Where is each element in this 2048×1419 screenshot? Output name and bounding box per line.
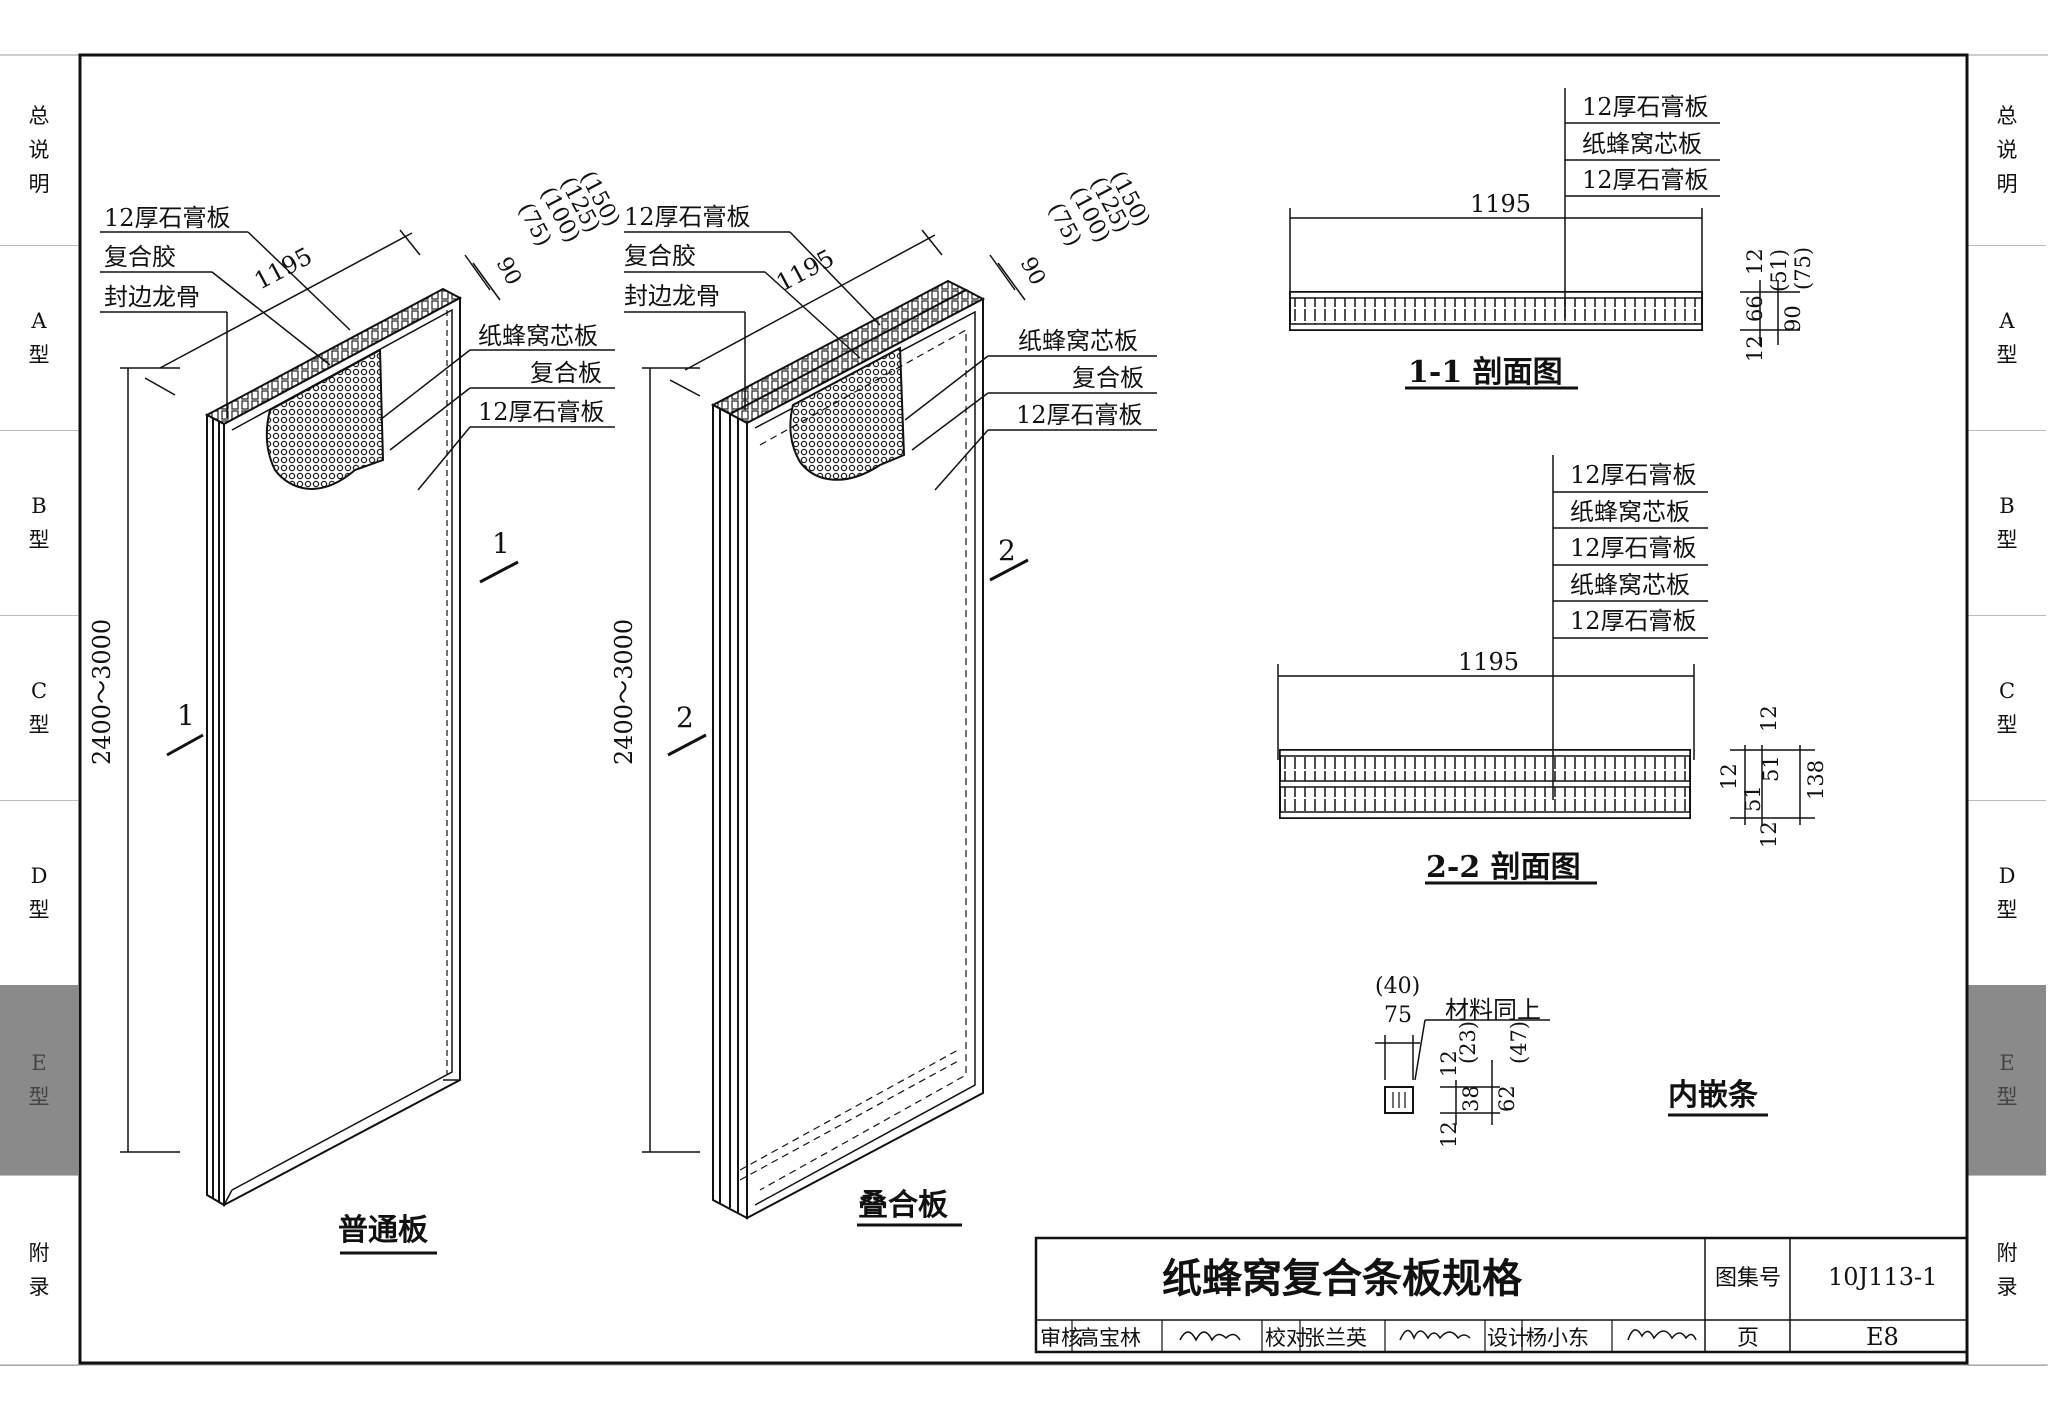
panel1-section-mark: 1 [492,527,510,560]
insert-dim-38: 38 [1459,1085,1483,1112]
panel2-label-composite: 复合板 [1072,364,1144,392]
panel1-dim-width: 1195 [250,242,317,295]
insert-dim-62: 62 [1495,1085,1519,1112]
insert-strip-drawing: (40) 75 材料同上 12 (23) (47) 38 62 12 内嵌条 [1375,974,1768,1148]
panel2-label-honeycomb-core: 纸蜂窝芯板 [1018,327,1138,355]
panel1-label-glue: 复合胶 [104,243,176,271]
section2-title: 2-2 剖面图 [1426,850,1581,885]
insert-dim-12-bottom: 12 [1437,1121,1461,1148]
drawing-title: 纸蜂窝复合条板规格 [1162,1255,1523,1302]
insert-title: 内嵌条 [1668,1078,1758,1113]
insert-dim-75: 75 [1384,1003,1412,1028]
section2-label-gypsum-1: 12厚石膏板 [1570,461,1697,489]
section2-label-core-1: 纸蜂窝芯板 [1570,498,1690,526]
insert-dim-12-top: 12 [1437,1050,1461,1077]
section2-dim-51b: 51 [1759,755,1783,782]
panel1-label-honeycomb-core: 纸蜂窝芯板 [478,322,598,350]
insert-dim-40: (40) [1375,974,1420,999]
panel2-label-glue: 复合胶 [624,242,696,270]
design-label: 设计 [1487,1326,1529,1350]
designer-name: 杨小东 [1526,1326,1589,1350]
panel1-dimension-lines [100,229,615,1255]
title-block [1034,1236,1969,1354]
tab-general[interactable]: 总说明 [0,55,78,246]
section2-dim-51a: 51 [1741,785,1765,812]
panel1-honeycomb-cutaway [265,348,385,490]
section2-label-gypsum-2: 12厚石膏板 [1570,534,1697,562]
section1-dim-66: 66 [1743,295,1767,322]
reviewer-name: 高宝林 [1078,1326,1141,1350]
panel1-label-edge-keel: 封边龙骨 [104,283,200,311]
insert-dim-47: (47) [1507,1021,1531,1064]
atlas-number: 10J113-1 [1828,1263,1937,1291]
section1-dim-width: 1195 [1470,190,1531,218]
section1-title: 1-1 剖面图 [1408,355,1563,390]
panel1-label-composite: 复合板 [530,359,602,387]
panel1-label-gypsum-top: 12厚石膏板 [104,204,231,232]
panel1-dim-height: 2400～3000 [88,619,116,765]
section2-dim-12-bottom: 12 [1757,821,1781,848]
panel-laminated-drawing [710,279,986,1220]
panel1-section-mark-left: 1 [177,699,195,732]
reviewer-signature [1179,1331,1241,1342]
section1-label-gypsum-top: 12厚石膏板 [1582,93,1709,121]
section2-dim-12-top: 12 [1757,705,1781,732]
section2-dim-12-mid: 12 [1717,763,1741,790]
panel2-section-mark: 2 [998,534,1016,567]
review-label: 审核 [1040,1326,1082,1350]
panel2-section-mark-left: 2 [676,701,694,734]
designer-signature [1627,1329,1697,1341]
panel2-label-gypsum: 12厚石膏板 [1016,401,1143,429]
tab-general[interactable]: 总说明 [1968,55,2046,246]
section1-dim-12-top: 12 [1743,248,1767,275]
panel2-label-gypsum-top: 12厚石膏板 [624,203,751,231]
section1-dim-75: (75) [1791,247,1815,290]
section1-dim-90: 90 [1781,305,1805,332]
panel2-dim-height: 2400～3000 [610,619,638,765]
panel1-caption: 普通板 [338,1213,428,1248]
insert-note: 材料同上 [1445,996,1541,1024]
section2-dim-width: 1195 [1458,648,1519,676]
section1-dim-51: (51) [1767,249,1791,292]
section-1-1-drawing: 12厚石膏板 纸蜂窝芯板 12厚石膏板 1195 12 66 (51) 90 (… [1289,88,1815,390]
check-label: 校对 [1265,1326,1307,1350]
page-number: E8 [1866,1323,1899,1351]
insert-dim-23: (23) [1456,1021,1480,1064]
section1-dim-12-bottom: 12 [1743,335,1767,362]
panel-ordinary-drawing [204,287,463,1207]
section1-label-core: 纸蜂窝芯板 [1582,130,1702,158]
panel2-dim-width: 1195 [772,244,839,297]
page-label: 页 [1737,1326,1759,1351]
panel1-label-gypsum: 12厚石膏板 [478,398,605,426]
section2-dim-138: 138 [1804,760,1828,800]
section1-label-gypsum-bottom: 12厚石膏板 [1582,166,1709,194]
panel2-label-edge-keel: 封边龙骨 [624,282,720,310]
checker-name: 张兰英 [1304,1326,1367,1350]
checker-signature [1399,1329,1471,1341]
sheet-frame [78,53,1969,1365]
panel2-dimension-lines [624,229,1157,1227]
panel1-thick-90: 90 [491,253,526,289]
panel2-caption: 叠合板 [858,1188,948,1223]
atlas-label: 图集号 [1715,1266,1781,1291]
section-2-2-drawing: 12厚石膏板 纸蜂窝芯板 12厚石膏板 纸蜂窝芯板 12厚石膏板 1195 12… [1277,455,1828,885]
section2-label-gypsum-3: 12厚石膏板 [1570,607,1697,635]
section2-label-core-2: 纸蜂窝芯板 [1570,571,1690,599]
panel2-thick-90: 90 [1015,253,1050,289]
